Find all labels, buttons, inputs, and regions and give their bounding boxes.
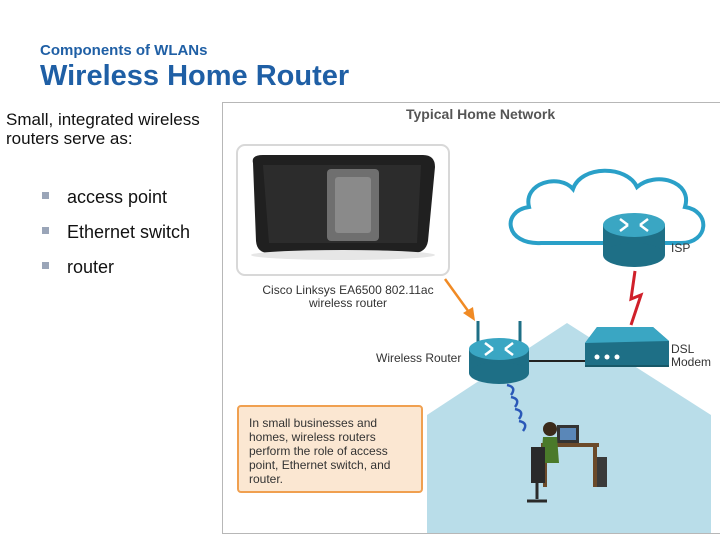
network-title: Typical Home Network xyxy=(406,106,556,122)
wireless-signal-icon xyxy=(506,383,527,432)
pointer-arrow-icon xyxy=(443,278,475,321)
bullet-list: access point Ethernet switch router xyxy=(42,187,190,292)
isp-label: ISP xyxy=(671,241,691,255)
bullet-item: access point xyxy=(42,187,190,222)
wireless-router-label: Wireless Router xyxy=(376,351,462,365)
bullet-item: router xyxy=(42,257,190,292)
diagram-canvas xyxy=(236,144,711,533)
bullet-marker-icon xyxy=(42,227,49,234)
caption-line: wireless router xyxy=(308,296,388,310)
bullet-marker-icon xyxy=(42,192,49,199)
home-network-diagram: Typical Home Network Cisco Linksys EA650… xyxy=(222,102,720,534)
dsl-modem-icon xyxy=(585,327,669,367)
dsl-link-icon xyxy=(629,270,644,326)
product-caption: Cisco Linksys EA6500 802.11ac wireless r… xyxy=(253,284,443,310)
dsl-modem-label: DSL Modem xyxy=(671,343,711,369)
wireless-router-icon xyxy=(469,321,529,384)
bullet-item: Ethernet switch xyxy=(42,222,190,257)
slide-title: Wireless Home Router xyxy=(40,60,350,92)
intro-text: Small, integrated wireless routers serve… xyxy=(6,110,200,148)
bullet-text: Ethernet switch xyxy=(67,222,191,242)
caption-line: Cisco Linksys EA6500 802.11ac xyxy=(262,283,434,297)
slide-subtitle: Components of WLANs xyxy=(40,42,208,59)
bullet-text: access point xyxy=(67,187,168,207)
user-workstation-icon xyxy=(527,422,607,503)
dsl-label-line: DSL xyxy=(671,342,695,356)
info-note: In small businesses and homes, wireless … xyxy=(237,405,423,493)
isp-router-icon xyxy=(603,213,665,267)
product-photo xyxy=(236,144,450,276)
dsl-label-line: Modem xyxy=(671,355,712,369)
bullet-text: router xyxy=(67,257,115,277)
bullet-marker-icon xyxy=(42,262,49,269)
